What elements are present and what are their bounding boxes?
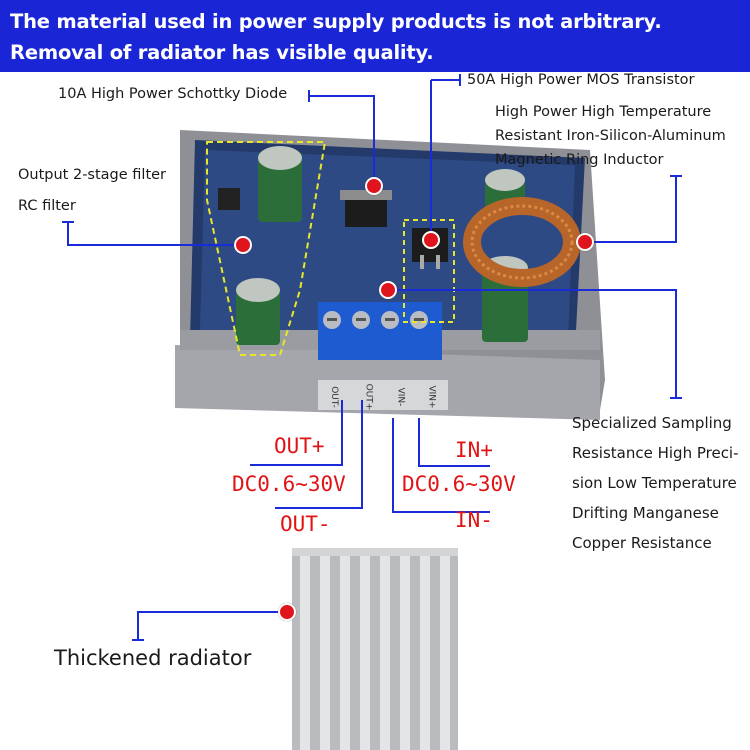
filter-label-line: RC filter xyxy=(18,198,76,214)
mos-highlight xyxy=(403,219,455,323)
mos-label: 50A High Power MOS Transistor xyxy=(467,72,695,88)
resistor-label-line: sion Low Temperature xyxy=(572,474,737,492)
silk-label: VIN- xyxy=(395,387,406,407)
inductor-label: High Power High Temperature Resistant Ir… xyxy=(495,100,726,172)
radiator-label: Thickened radiator xyxy=(54,646,252,670)
in-minus-label: IN- xyxy=(455,508,493,532)
small-inductor xyxy=(218,188,240,210)
capacitor-left-bottom xyxy=(236,278,280,345)
toroid-inductor xyxy=(463,197,581,287)
out-range-label: DC0.6~30V xyxy=(232,472,346,496)
in-plus-label: IN+ xyxy=(455,438,493,462)
heatsink xyxy=(292,548,458,750)
silk-label: OUT+ xyxy=(362,383,373,411)
silk-label: VIN+ xyxy=(426,385,437,409)
resistor-label-line: Copper Resistance xyxy=(572,534,712,552)
filter-highlight xyxy=(206,141,327,356)
marker-dot xyxy=(422,231,440,249)
resistor-label-line: Resistance High Preci- xyxy=(572,444,739,462)
marker-dot xyxy=(365,177,383,195)
schottky-diode xyxy=(345,195,387,227)
marker-dot xyxy=(379,281,397,299)
silk-label: OUT- xyxy=(328,386,339,408)
filter-label-line: Output 2-stage filter xyxy=(18,167,167,183)
capacitor-left-top xyxy=(258,146,302,222)
callout-lines xyxy=(62,74,682,641)
inductor-label-line: High Power High Temperature xyxy=(495,104,712,120)
resistor-label: Specialized Sampling Resistance High Pre… xyxy=(572,408,739,558)
terminal-silk-labels: OUT- OUT+ VIN- VIN+ xyxy=(318,384,448,411)
inductor-label-line: Resistant Iron-Silicon-Aluminum xyxy=(495,128,726,144)
terminal-block xyxy=(318,302,442,360)
inductor-label-line: Magnetic Ring Inductor xyxy=(495,152,664,168)
out-plus-label: OUT+ xyxy=(274,434,325,458)
resistor-label-line: Specialized Sampling xyxy=(572,414,732,432)
marker-dot xyxy=(576,233,594,251)
filter-label: Output 2-stage filter RC filter xyxy=(18,160,166,222)
header-banner: The material used in power supply produc… xyxy=(0,0,750,72)
marker-dot xyxy=(234,236,252,254)
marker-dot xyxy=(278,603,296,621)
out-minus-label: OUT- xyxy=(280,512,331,536)
resistor-label-line: Drifting Manganese xyxy=(572,504,719,522)
banner-text: The material used in power supply produc… xyxy=(10,10,662,64)
in-range-label: DC0.6~30V xyxy=(402,472,516,496)
schottky-label: 10A High Power Schottky Diode xyxy=(58,86,288,102)
